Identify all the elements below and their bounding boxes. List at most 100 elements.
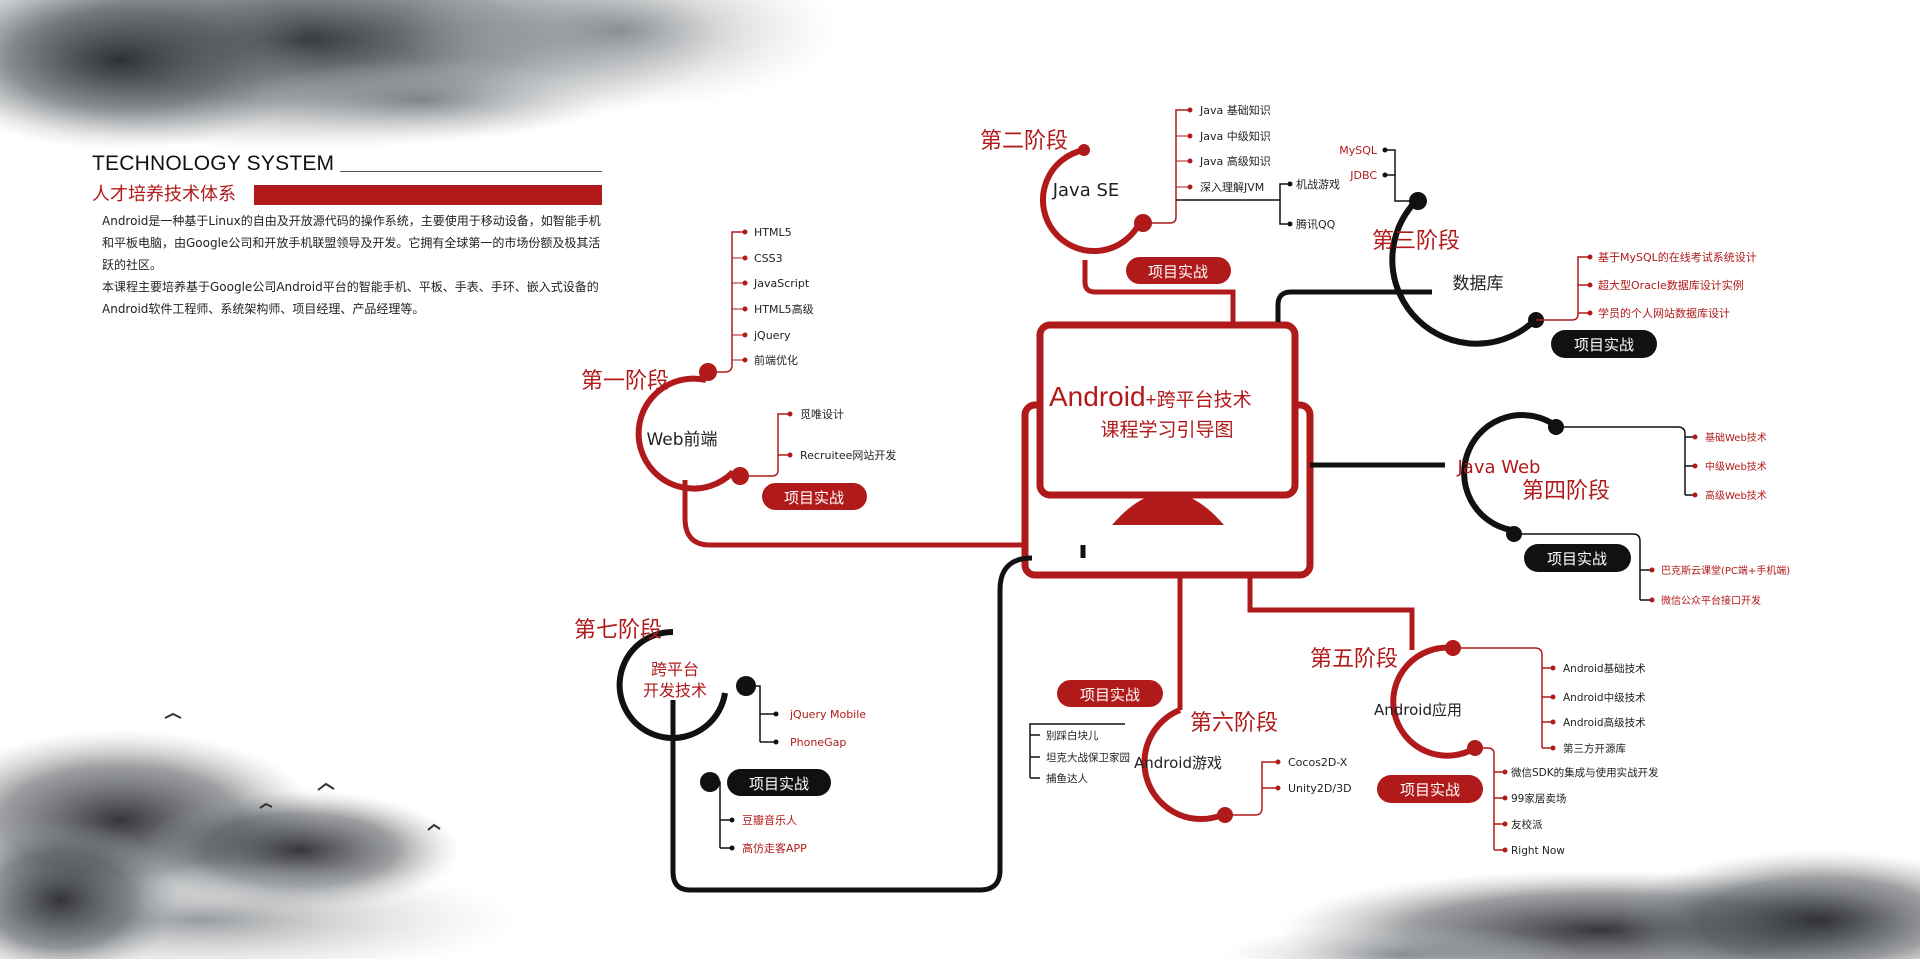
stage-3: 第三阶段 数据库 MySQL JDBC 基于MySQL的在线考试系统设计 超大型…	[1339, 144, 1757, 358]
topic: HTML5	[754, 226, 792, 239]
project-item: 高仿走客APP	[742, 841, 807, 855]
intro-title-cn-row: 人才培养技术体系	[92, 178, 602, 205]
stage-6-project-badge	[1057, 680, 1163, 707]
topic: Cocos2D-X	[1288, 756, 1348, 769]
center-subtitle: 课程学习引导图	[1100, 419, 1233, 441]
stage-6: 第六阶段 Android游戏 Cocos2D-X Unity2D/3D 别踩白块…	[1029, 680, 1352, 823]
project-item: 学员的个人网站数据库设计	[1598, 306, 1730, 320]
topic: MySQL	[1339, 144, 1378, 157]
stage-2-label: 第二阶段	[980, 129, 1068, 154]
stage-3-project-badge	[1551, 330, 1657, 358]
ink-wash-bottom-left	[0, 712, 520, 959]
topic: jQuery Mobile	[789, 708, 866, 721]
stage-7-project-badge	[727, 769, 831, 796]
stage-5-project-badge	[1377, 775, 1483, 803]
topic: Java 高级知识	[1199, 154, 1271, 168]
stage-4-name: Java Web	[1457, 457, 1541, 478]
stage-6-project-label: 项目实战	[1080, 686, 1140, 704]
topic: 深入理解JVM	[1200, 180, 1264, 194]
project-item: 基于MySQL的在线考试系统设计	[1598, 250, 1757, 264]
topic: Android基础技术	[1563, 662, 1646, 675]
project-item: 豆瓣音乐人	[742, 813, 797, 827]
ink-wash-top	[0, 0, 840, 150]
center-monitor: Android+跨平台技术 课程学习引导图	[1021, 321, 1314, 579]
topic: CSS3	[754, 252, 783, 265]
stage-4: Java Web 第四阶段 基础Web技术 中级Web技术 高级Web技术 巴克…	[1457, 412, 1790, 607]
topic: Android中级技术	[1563, 691, 1646, 704]
project-item: 超大型Oracle数据库设计实例	[1598, 278, 1744, 292]
topic: PhoneGap	[790, 736, 846, 749]
topic: Android高级技术	[1563, 716, 1646, 729]
ink-wash-bottom-right	[1220, 850, 1920, 959]
project-item: 觅唯设计	[800, 408, 844, 421]
stage-2-name: Java SE	[1052, 180, 1120, 201]
stage-6-name: Android游戏	[1134, 754, 1222, 772]
topic: 第三方开源库	[1563, 742, 1626, 755]
stage-4-projects: 巴克斯云课堂(PC端+手机端) 微信公众平台接口开发	[1649, 564, 1790, 607]
project-item: 友校派	[1511, 818, 1543, 831]
project-item: 捕鱼达人	[1046, 772, 1088, 785]
center-title: Android+跨平台技术	[1049, 381, 1252, 412]
project-item: Recruitee网站开发	[800, 448, 896, 462]
stage-3-name: 数据库	[1453, 274, 1504, 294]
project-item: 99家居卖场	[1511, 792, 1566, 805]
project-item: 腾讯QQ	[1296, 217, 1336, 231]
stage-1-label: 第一阶段	[581, 369, 669, 394]
project-item: 别踩白块儿	[1046, 729, 1099, 742]
stage-1: 第一阶段 Web前端 HTML5 CSS3 JavaScript HTML5高级…	[581, 226, 896, 510]
stage-3-projects: 基于MySQL的在线考试系统设计 超大型Oracle数据库设计实例 学员的个人网…	[1587, 250, 1757, 320]
intro-title-bar	[254, 185, 602, 205]
project-item: Right Now	[1511, 845, 1565, 857]
project-item: 机战游戏	[1296, 177, 1340, 191]
stage-5-label: 第五阶段	[1310, 647, 1398, 672]
stage-3-label: 第三阶段	[1372, 229, 1460, 254]
stage-2-project-label: 项目实战	[1148, 263, 1208, 281]
intro-title-cn: 人才培养技术体系	[92, 184, 236, 205]
topic: 基础Web技术	[1705, 431, 1767, 444]
stage-5: 第五阶段 Android应用 Android基础技术 Android中级技术 A…	[1310, 640, 1659, 857]
topic: JavaScript	[753, 277, 810, 290]
intro-block: TECHNOLOGY SYSTEM 人才培养技术体系 Android是一种基于L…	[92, 152, 602, 320]
stage-1-project-badge	[762, 483, 867, 510]
stage-7-project-label: 项目实战	[749, 775, 809, 793]
stage-4-label: 第四阶段	[1522, 479, 1610, 504]
topic: JDBC	[1349, 169, 1377, 182]
topic: jQuery	[753, 329, 791, 342]
intro-title-rule	[340, 171, 602, 172]
project-item: 微信SDK的集成与使用实战开发	[1511, 766, 1659, 779]
stage-7-name-line2: 开发技术	[643, 681, 707, 700]
stage-7-projects: 豆瓣音乐人 高仿走客APP	[729, 813, 807, 855]
main-connectors	[670, 260, 1445, 893]
stage-6-projects: 别踩白块儿 坦克大战保卫家园 捕鱼达人	[1046, 729, 1130, 785]
stage-6-label: 第六阶段	[1190, 711, 1278, 736]
stage-1-project-label: 项目实战	[784, 489, 844, 507]
project-item: 巴克斯云课堂(PC端+手机端)	[1661, 564, 1790, 577]
stage-4-project-badge	[1524, 544, 1631, 572]
intro-title-en: TECHNOLOGY SYSTEM	[92, 152, 335, 175]
stage-6-topics: Cocos2D-X Unity2D/3D	[1275, 756, 1352, 795]
stage-3-project-label: 项目实战	[1574, 336, 1634, 354]
stage-4-project-label: 项目实战	[1547, 550, 1607, 568]
stage-7-topics: jQuery Mobile PhoneGap	[773, 708, 866, 749]
topic: Java 基础知识	[1199, 103, 1271, 117]
stage-2: 第二阶段 Java SE Java 基础知识 Java 中级知识 Java 高级…	[980, 103, 1340, 284]
topic: 中级Web技术	[1705, 460, 1767, 473]
topic: 前端优化	[754, 353, 798, 367]
project-item: 坦克大战保卫家园	[1046, 751, 1130, 764]
intro-paragraph-1: Android是一种基于Linux的自由及开放源代码的操作系统，主要使用于移动设…	[102, 214, 601, 272]
stage-7-name-line1: 跨平台	[651, 660, 699, 679]
stage-5-topics: Android基础技术 Android中级技术 Android高级技术 第三方开…	[1550, 662, 1646, 755]
stage-5-project-label: 项目实战	[1400, 781, 1460, 799]
stage-1-topics: HTML5 CSS3 JavaScript HTML5高级 jQuery 前端优…	[732, 226, 814, 367]
stage-2-project-badge	[1126, 257, 1231, 284]
project-item: 微信公众平台接口开发	[1661, 594, 1761, 607]
intro-paragraph-2: 本课程主要培养基于Google公司Android平台的智能手机、平板、手表、手环…	[102, 280, 599, 316]
stage-7: 第七阶段 跨平台 开发技术 jQuery Mobile PhoneGap 豆瓣音…	[574, 618, 866, 855]
stage-5-name: Android应用	[1374, 701, 1462, 719]
topic: 高级Web技术	[1705, 489, 1767, 502]
stage-2-topics: Java 基础知识 Java 中级知识 Java 高级知识 深入理解JVM	[1176, 103, 1271, 194]
stage-3-topics: MySQL JDBC	[1339, 144, 1388, 182]
stage-4-topics: 基础Web技术 中级Web技术 高级Web技术	[1692, 431, 1767, 502]
